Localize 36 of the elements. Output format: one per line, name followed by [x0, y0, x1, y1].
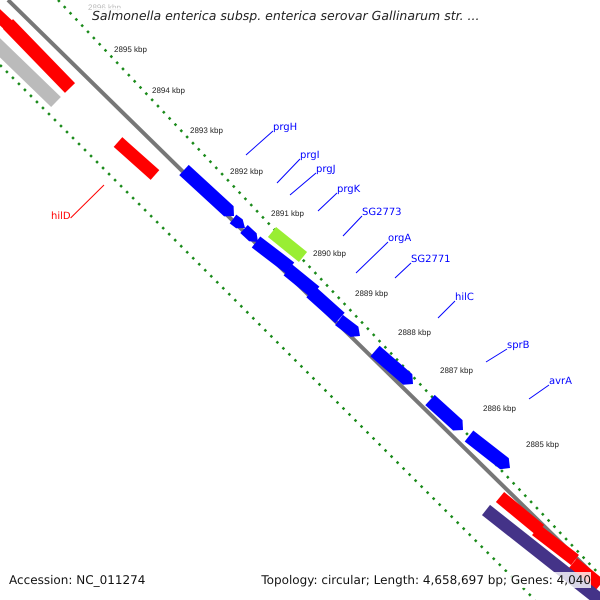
position-label: 2893 kbp: [190, 126, 223, 136]
position-label: 2895 kbp: [114, 45, 147, 55]
gene-label: SG2771: [411, 254, 451, 266]
position-label: 2891 kbp: [271, 209, 304, 219]
gene-label: prgH: [273, 122, 298, 134]
leader-line: [342, 216, 362, 236]
position-label: 2888 kbp: [398, 328, 431, 338]
leader-line: [394, 262, 412, 278]
position-label: 2889 kbp: [355, 289, 388, 299]
genome-info-text: Topology: circular; Length: 4,658,697 bp; Genes: 4,040: [261, 572, 591, 588]
leader-line: [528, 384, 550, 400]
leader-line: [438, 300, 456, 318]
leader-line: [70, 184, 104, 218]
gene-label: sprB: [507, 340, 530, 352]
gene-label: avrA: [549, 376, 572, 388]
leader-line: [356, 242, 388, 274]
gene-label: prgI: [300, 150, 320, 162]
gene-label: SG2773: [362, 207, 402, 219]
leader-line: [290, 172, 316, 196]
position-label: 2894 kbp: [152, 86, 185, 96]
position-label: 2886 kbp: [483, 404, 516, 414]
accession-text: Accession: NC_011274: [9, 572, 146, 588]
position-label: 2887 kbp: [440, 366, 473, 376]
gene-label: prgK: [337, 184, 360, 196]
gene-label: prgJ: [316, 164, 336, 176]
gene-label: hilC: [455, 292, 474, 304]
position-label: 2890 kbp: [313, 249, 346, 259]
position-label: 2896 kbp: [88, 3, 121, 12]
leader-line: [486, 348, 508, 362]
gene-label: orgA: [388, 233, 412, 245]
leader-line: [276, 158, 300, 184]
position-label: 2885 kbp: [526, 440, 559, 450]
position-label: 2892 kbp: [230, 167, 263, 177]
leader-line: [246, 130, 274, 156]
gene-label: hilD: [51, 211, 71, 223]
leader-line: [318, 192, 338, 212]
